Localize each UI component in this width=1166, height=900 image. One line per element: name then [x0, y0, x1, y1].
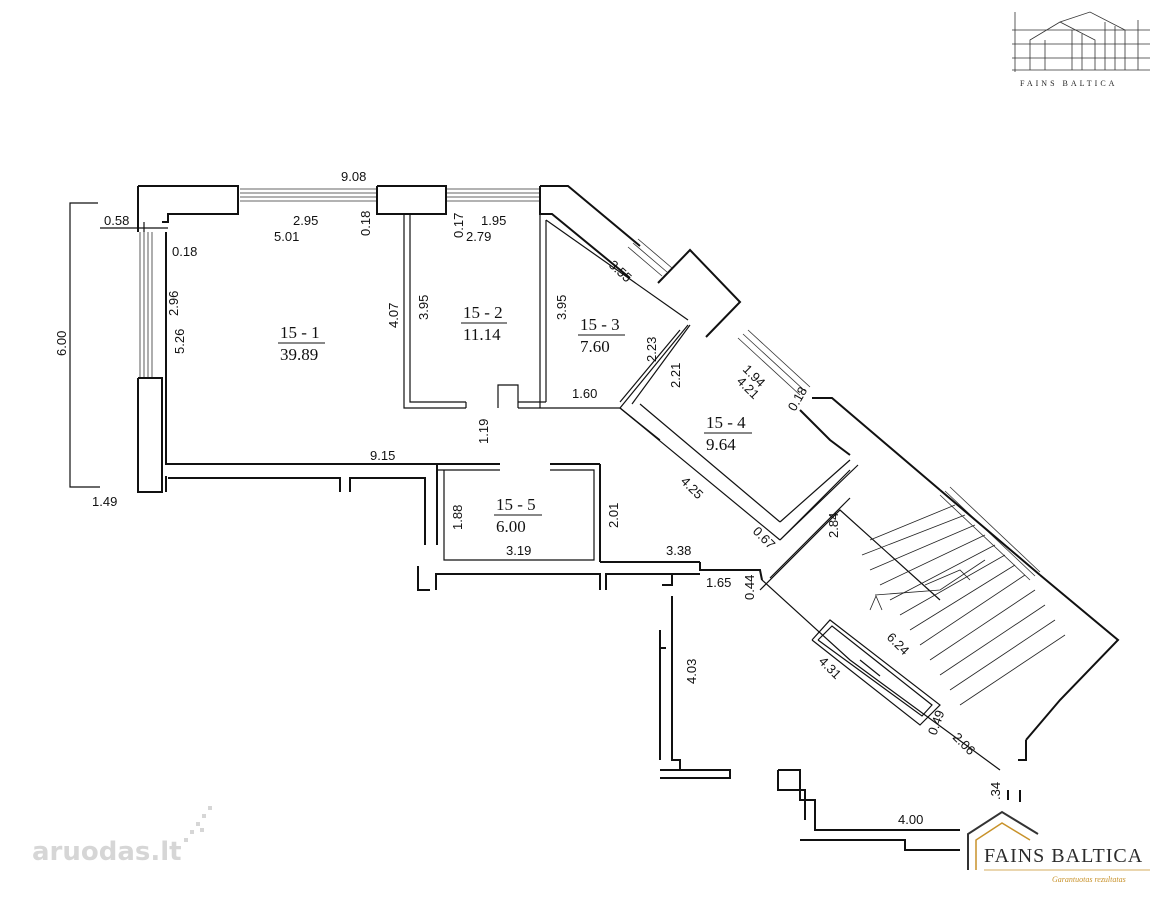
- dim-room3-inner: 2.23: [644, 337, 659, 362]
- dim-bottom-left: 1.49: [92, 494, 117, 509]
- dim-hall-403: 4.03: [684, 659, 699, 684]
- room-labels: 15 - 1 39.89 15 - 2 11.14 15 - 3 7.60 15…: [278, 303, 752, 536]
- watermark-text: aruodas.lt: [32, 837, 182, 867]
- dim-wall-018-b: 0.18: [358, 211, 373, 236]
- dim-room5-width: 3.19: [506, 543, 531, 558]
- top-logo-text: FAINS BALTICA: [1020, 79, 1117, 88]
- dim-left-offset: 0.58: [104, 213, 129, 228]
- bottom-logo-tagline: Garantuotas rezultatas: [1052, 875, 1126, 884]
- dim-room2-width: 2.79: [466, 229, 491, 244]
- svg-text:6.00: 6.00: [496, 517, 526, 536]
- room-15-5-label: 15 - 5 6.00: [494, 495, 542, 536]
- dim-room4-bottom: 4.25: [678, 474, 707, 503]
- dim-stair-284: 2.84: [826, 513, 841, 538]
- dim-room3-bottom: 1.60: [572, 386, 597, 401]
- staircase: [861, 504, 1066, 706]
- svg-text:39.89: 39.89: [280, 345, 318, 364]
- aruodas-watermark: aruodas.lt: [32, 806, 212, 867]
- svg-text:9.64: 9.64: [706, 435, 736, 454]
- dim-room1-height: 5.26: [172, 329, 187, 354]
- dim-room2-height: 3.95: [416, 295, 431, 320]
- dim-hall-165: 1.65: [706, 575, 731, 590]
- dim-stair-624: 6.24: [884, 630, 913, 659]
- room-15-3-label: 15 - 3 7.60: [578, 315, 625, 356]
- dim-bottom-400: 4.00: [898, 812, 923, 827]
- dim-stair-431: 4.31: [816, 654, 845, 683]
- fains-baltica-bottom-logo: FAINS BALTICA Garantuotas rezultatas: [960, 810, 1160, 895]
- dim-wall-044: 0.44: [742, 575, 757, 600]
- room-15-2-label: 15 - 2 11.14: [461, 303, 507, 344]
- dim-hall-338: 3.38: [666, 543, 691, 558]
- interior-walls: [403, 214, 1001, 771]
- dim-room1-partition: 4.07: [386, 303, 401, 328]
- dim-stair-206: 2.06: [950, 730, 979, 759]
- dim-room4-left: 2.21: [668, 363, 683, 388]
- dim-top-seg1: 2.95: [293, 213, 318, 228]
- exterior-walls: [137, 185, 1120, 851]
- dim-room3-height: 3.95: [554, 295, 569, 320]
- svg-text:15 - 4: 15 - 4: [706, 413, 746, 432]
- svg-text:15 - 2: 15 - 2: [463, 303, 503, 322]
- svg-text:11.14: 11.14: [463, 325, 501, 344]
- dim-corridor-len: 9.15: [370, 448, 395, 463]
- bottom-logo-text: FAINS BALTICA: [984, 845, 1143, 867]
- fains-baltica-top-logo: FAINS BALTICA: [1012, 11, 1150, 88]
- dim-room1-width: 5.01: [274, 229, 299, 244]
- dim-room5-height: 1.88: [450, 505, 465, 530]
- dim-wall-049: 0.49: [925, 708, 948, 737]
- svg-text:15 - 3: 15 - 3: [580, 315, 620, 334]
- svg-text:15 - 1: 15 - 1: [280, 323, 320, 342]
- dim-door-067: 0.67: [750, 524, 779, 553]
- room-15-1-label: 15 - 1 39.89: [278, 323, 325, 364]
- dimension-lines: [69, 202, 168, 488]
- svg-text:7.60: 7.60: [580, 337, 610, 356]
- windows: [139, 188, 1041, 581]
- room-15-4-label: 15 - 4 9.64: [704, 413, 752, 454]
- dim-corridor-gap: 1.19: [476, 419, 491, 444]
- dim-top-seg2: 1.95: [481, 213, 506, 228]
- dim-top-total: 9.08: [341, 169, 366, 184]
- dim-room5-side: 2.01: [606, 503, 621, 528]
- dim-wall-017: 0.17: [451, 213, 466, 238]
- dim-win-left: 2.96: [166, 291, 181, 316]
- svg-text:15 - 5: 15 - 5: [496, 495, 536, 514]
- dim-left-total: 6.00: [54, 331, 69, 356]
- dim-bottom-34: .34: [988, 782, 1003, 800]
- dim-wall-018-c: 0.18: [785, 384, 811, 413]
- dim-wall-018-a: 0.18: [172, 244, 197, 259]
